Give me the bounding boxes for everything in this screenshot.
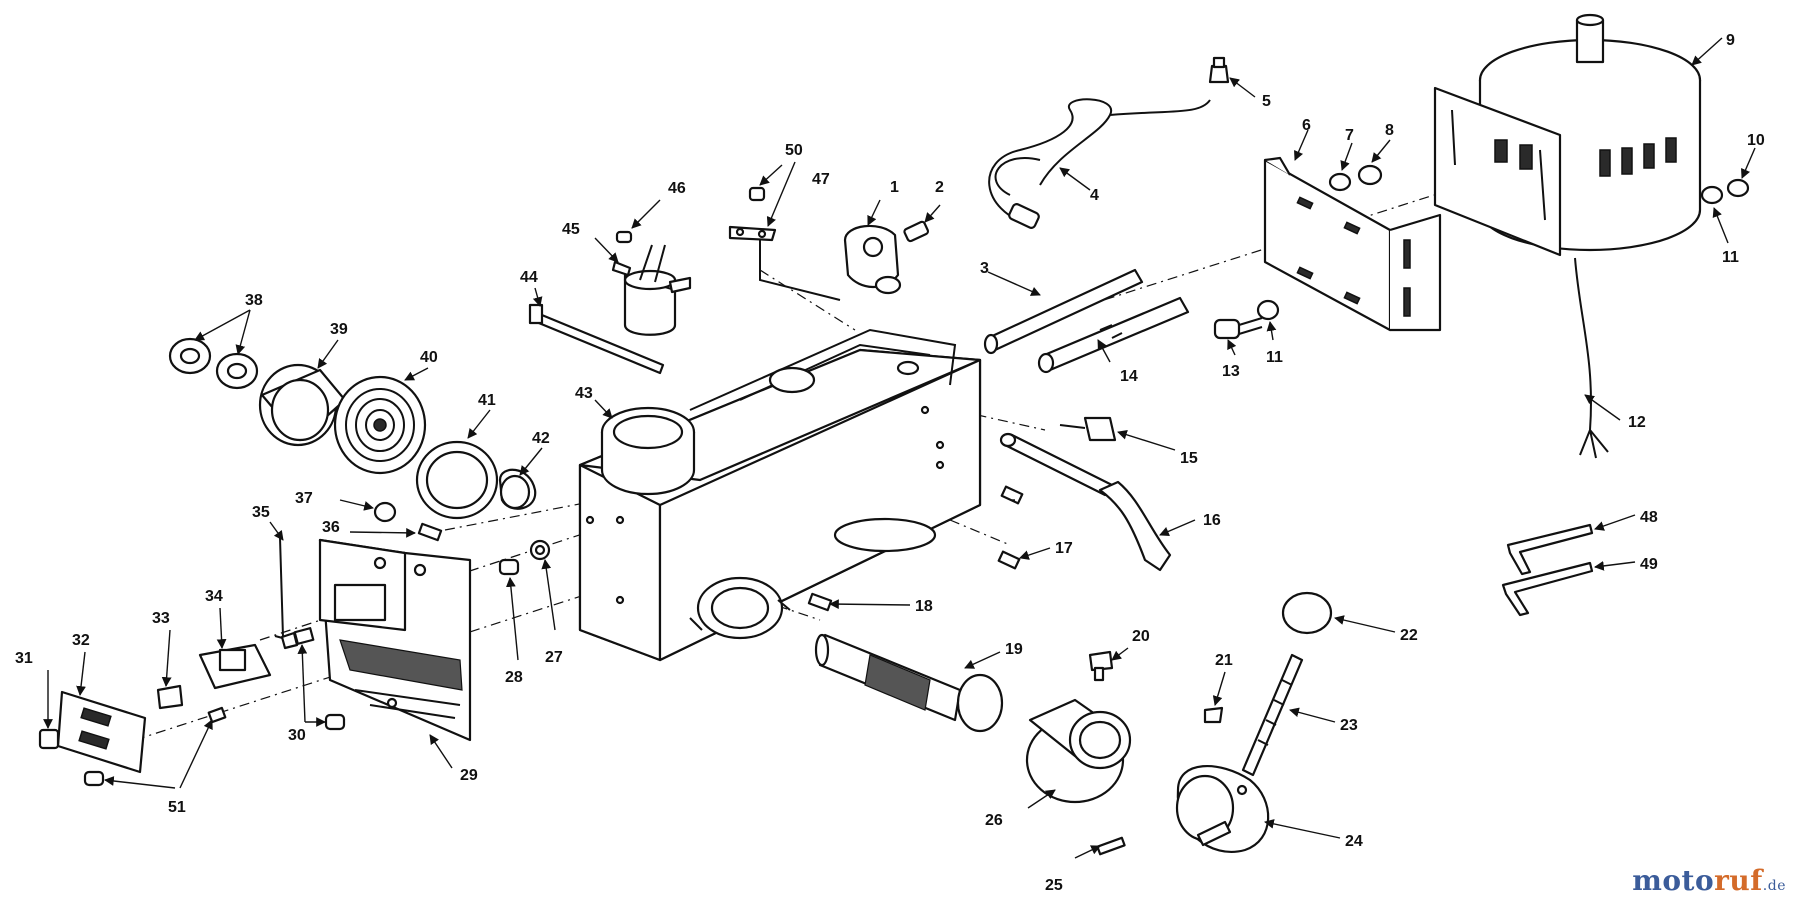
callout-17: 17 [1055,540,1073,557]
callout-38: 38 [245,292,263,309]
site-watermark: motoruf.de [1632,864,1786,897]
callout-39: 39 [330,321,348,338]
pins [1088,650,1224,724]
callout-47: 47 [812,171,830,188]
rods [983,268,1190,374]
watermark-part-a: moto [1632,864,1715,897]
watermark-part-c: .de [1762,878,1786,894]
callout-20: 20 [1132,628,1150,645]
callout-31: 31 [15,650,33,667]
callout-15: 15 [1180,450,1198,467]
callout-18: 18 [915,598,933,615]
callout-21: 21 [1215,652,1233,669]
callout-5: 5 [1262,93,1271,110]
leaders [43,37,1756,859]
callout-34: 34 [205,588,223,605]
callout-43: 43 [575,385,593,402]
motor-bracket [1263,156,1442,332]
hub-and-lever [1096,591,1333,856]
callout-41: 41 [478,392,496,409]
coil-parts [528,186,841,375]
callout-14: 14 [1120,368,1138,385]
power-cord [988,56,1230,229]
callout-19: 19 [1005,641,1023,658]
callout-32: 32 [72,632,90,649]
callout-30: 30 [288,727,306,744]
hex-keys [1501,523,1594,617]
spring-assembly [168,337,537,542]
callout-44: 44 [520,269,538,286]
callout-50: 50 [785,142,803,159]
callout-labels: 1 2 3 4 5 6 7 8 9 10 11 11 12 13 14 15 1… [15,32,1765,894]
callout-28: 28 [505,669,523,686]
callout-12: 12 [1628,414,1646,431]
callout-40: 40 [420,349,438,366]
callout-23: 23 [1340,717,1358,734]
callout-46: 46 [668,180,686,197]
callout-26: 26 [985,812,1003,829]
pinion-shaft [814,633,1004,733]
lock-parts [843,220,930,295]
nuts-washers [1213,164,1750,340]
callout-7: 7 [1345,127,1354,144]
callout-22: 22 [1400,627,1418,644]
screws [83,539,551,787]
callout-10: 10 [1747,132,1765,149]
callout-51: 51 [168,799,186,816]
switch-box [318,538,472,742]
callout-11-motor: 11 [1722,249,1739,266]
callout-16: 16 [1203,512,1221,529]
motor [1433,13,1702,459]
callout-4: 4 [1090,187,1099,204]
callout-1: 1 [890,179,899,196]
callout-35: 35 [252,504,270,521]
callout-33: 33 [152,610,170,627]
collar [1025,698,1132,804]
callout-24: 24 [1345,833,1363,850]
callout-11-bracket: 11 [1266,349,1283,366]
callout-27: 27 [545,649,563,666]
callout-3: 3 [980,260,989,277]
callout-9: 9 [1726,32,1735,49]
callout-37: 37 [295,490,313,507]
column-housing [578,328,982,662]
callout-29: 29 [460,767,478,784]
callout-45: 45 [562,221,580,238]
feed-handle [999,416,1172,572]
callout-6: 6 [1302,117,1311,134]
watermark-part-b: ruf [1714,864,1763,897]
callout-13: 13 [1222,363,1240,380]
callout-49: 49 [1640,556,1658,573]
callout-8: 8 [1385,122,1394,139]
callout-48: 48 [1640,509,1658,526]
callout-25: 25 [1045,877,1063,894]
switch-parts [38,537,299,774]
callout-36: 36 [322,519,340,536]
callout-42: 42 [532,430,550,447]
callout-2: 2 [935,179,944,196]
